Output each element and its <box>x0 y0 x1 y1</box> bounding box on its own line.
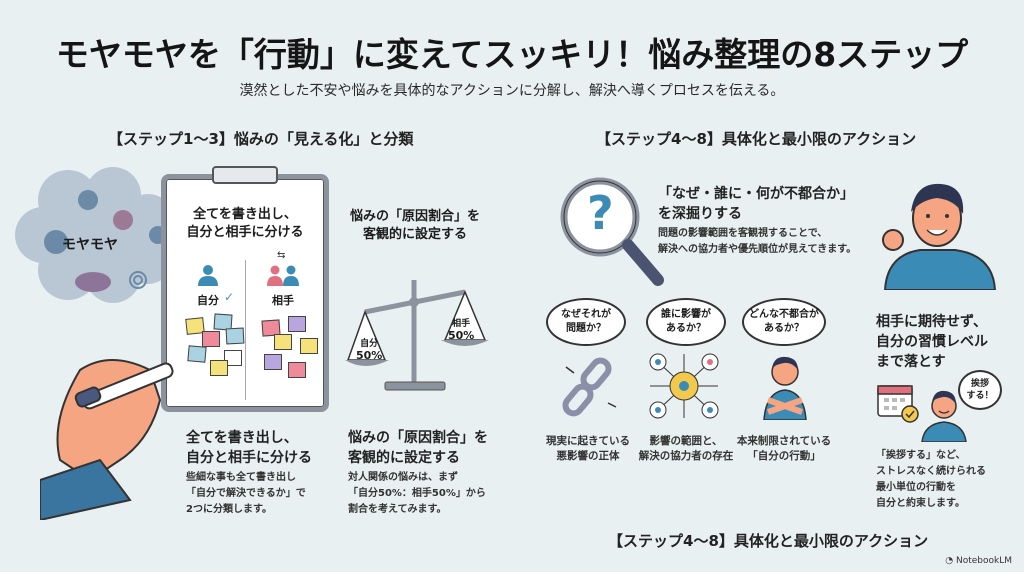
smiling-person-illustration <box>918 384 970 446</box>
calendar-check-icon <box>877 385 919 423</box>
broken-chain-icon <box>562 357 617 417</box>
self-label: 自分 <box>197 294 219 307</box>
man-fist-illustration <box>875 170 1005 294</box>
cloud-icon <box>15 167 174 328</box>
broken-chain-illustration <box>560 355 620 424</box>
two-people-icon <box>266 264 300 290</box>
right-section-heading: 【ステップ4〜8】具体化と最小限のアクション <box>596 130 917 148</box>
deep-dive-block: 「なぜ・誰に・何が不都合か」 を深掘りする 問題の影響範囲を客観視することで、 … <box>658 186 857 255</box>
scale-heading: 悩みの「原因割合」を 客観的に設定する <box>349 209 480 242</box>
calendar-check-illustration <box>876 380 920 428</box>
question-bubble-why: なぜそれが問題か？ <box>546 298 626 346</box>
people-network-icon <box>649 353 719 419</box>
swap-arrows-icon: ⇆ <box>277 250 286 261</box>
notebooklm-branding: ◔ NotebookLM <box>945 556 1012 566</box>
balance-scale-illustration <box>345 270 495 404</box>
clipboard-heading: 全てを書き出し、 自分と相手に分ける <box>186 207 304 240</box>
step-ratio-block: 悩みの「原因割合」を 客観的に設定する 対人関係の悩みは、まず 「自分50%：相… <box>348 430 488 515</box>
crossed-arms-person-icon <box>763 356 807 421</box>
restricted-person-illustration <box>760 350 810 424</box>
smiling-person-icon <box>921 390 967 443</box>
left-section-heading: 【ステップ1〜3】悩みの「見える化」と分類 <box>108 130 414 148</box>
clipboard-divider <box>245 260 246 400</box>
clipboard-clamp <box>212 166 278 184</box>
footer-section-heading: 【ステップ4〜8】具体化と最小限のアクション <box>608 532 929 550</box>
caption-what: 本来制限されている 「自分の行動」 <box>736 435 832 462</box>
caption-why: 現実に起きている 悪影響の正体 <box>546 435 630 462</box>
question-mark-icon: ? <box>587 186 614 240</box>
worry-cloud-illustration <box>8 160 178 328</box>
habit-title: 相手に期待せず、 自分の習慣レベル まで落とす <box>876 314 988 370</box>
self-person-icon <box>197 264 219 290</box>
network-illustration <box>648 352 720 424</box>
check-icon: ✓ <box>224 290 235 304</box>
other-label: 相手 <box>272 294 294 307</box>
question-bubble-what: どんな不都合があるか？ <box>742 298 826 346</box>
question-bubble-who: 誰に影響があるか？ <box>646 298 726 346</box>
hand-writing-illustration <box>39 340 190 524</box>
cloud-label: モヤモヤ <box>62 237 118 253</box>
scale-right-text: 相手 50% <box>448 319 475 342</box>
step-write-block: 全てを書き出し、 自分と相手に分ける 些細な事も全て書き出し 「自分で解決できる… <box>186 430 312 515</box>
page-title: モヤモヤを「行動」に変えてスッキリ！悩み整理の8ステップ <box>55 35 969 74</box>
notebooklm-logo-icon: ◔ <box>945 556 954 566</box>
page-subtitle: 漠然とした不安や悩みを具体的なアクションに分解し、解決へ導くプロセスを伝える。 <box>239 83 785 99</box>
person-cheer-icon <box>882 183 997 291</box>
caption-who: 影響の範囲と、 解決の協力者の存在 <box>638 435 734 462</box>
magnifier-illustration <box>558 175 668 294</box>
scale-left-text: 自分 50% <box>356 339 383 362</box>
greeting-speech-bubble: 挨拶する！ <box>958 370 1002 410</box>
hand-pen-icon <box>39 359 174 522</box>
balance-scale-icon <box>345 280 489 391</box>
magnifying-glass-icon <box>560 177 664 286</box>
habit-description: 「挨拶する」など、 ストレスなく続けられる 最小単位の行動を 自分と約束します。 <box>876 450 986 509</box>
